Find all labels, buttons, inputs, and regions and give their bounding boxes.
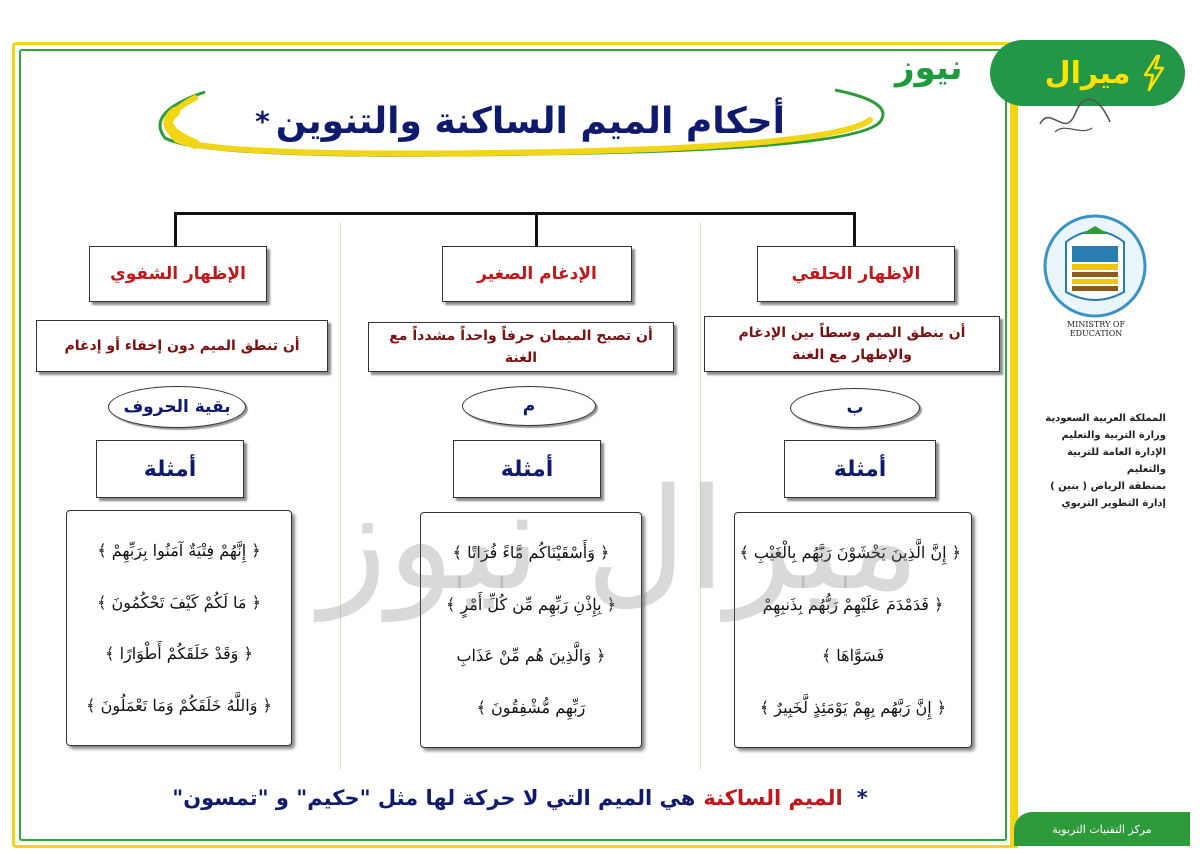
title-mark: * — [255, 104, 270, 138]
ministry-line: وزارة التربية والتعليم — [1061, 430, 1166, 441]
letter-oval: م — [462, 386, 596, 426]
verse-line: ﴿ فَدَمْدَمَ عَلَيْهِمْ رَبُّهُم بِذَنبِ… — [762, 594, 944, 614]
verse-line: ﴿ وَاللَّهُ خَلَقَكُمْ وَمَا تَعْمَلُونَ… — [86, 695, 272, 715]
examples-label: أمثلة — [833, 456, 887, 482]
verse-line: ﴿ بِإِذْنِ رَبِّهِم مِّن كُلِّ أَمْرٍ ﴾ — [446, 594, 616, 614]
title-banner: أحكام الميم الساكنة والتنوين * — [135, 82, 905, 160]
brand-suffix: نيوز — [895, 48, 963, 88]
examples-label: أمثلة — [500, 456, 554, 482]
examples-box: أمثلة — [784, 440, 936, 498]
heading-box: الإظهار الحلقي — [757, 246, 955, 302]
verse-line: فَسَوَّاهَا ﴾ — [821, 646, 885, 666]
lightning-icon — [1143, 54, 1165, 92]
definition-box: أن ينطق الميم وسطاً بين الإدغام والإظهار… — [704, 316, 1000, 372]
footnote-term: الميم الساكنة — [703, 786, 843, 810]
letter-label: بقية الحروف — [123, 397, 231, 417]
calligraphy-emblem-icon — [1039, 98, 1111, 133]
verses-panel: ﴿ إِنَّ الَّذِينَ يَخْشَوْنَ رَبَّهُم بِ… — [734, 512, 972, 748]
letter-oval: بقية الحروف — [108, 386, 246, 428]
side-strip — [1010, 44, 1016, 848]
examples-box: أمثلة — [96, 440, 244, 498]
ministry-english-label: MINISTRY OF EDUCATION — [1066, 320, 1126, 338]
ministry-logo-icon — [1043, 214, 1147, 318]
ministry-line: إدارة التطوير التربوي — [1061, 498, 1166, 509]
tree-connector — [174, 212, 856, 215]
verse-line: ﴿ إِنَّهُمْ فِتْيَةٌ آمَنُوا بِرَبِّهِمْ… — [97, 541, 261, 561]
verse-line: ﴿ مَا لَكُمْ كَيْفَ تَحْكُمُونَ ﴾ — [97, 592, 261, 612]
footnote-text: هي الميم التي لا حركة لها مثل "حكيم" و "… — [172, 786, 696, 810]
tree-connector — [535, 212, 538, 246]
letter-oval: ب — [790, 388, 920, 428]
verse-line: ﴿ وَالَّذِينَ هُم مِّنْ عَذَابِ — [456, 646, 606, 666]
verse-line: ﴿ إِنَّ الَّذِينَ يَخْشَوْنَ رَبَّهُم بِ… — [739, 543, 961, 563]
heading-label: الإدغام الصغير — [477, 264, 597, 284]
examples-box: أمثلة — [453, 440, 601, 498]
examples-label: أمثلة — [143, 456, 197, 482]
footnote-mark: * — [856, 786, 868, 810]
footnote: * الميم الساكنة هي الميم التي لا حركة له… — [140, 778, 900, 818]
letter-label: م — [522, 396, 536, 416]
page-title: أحكام الميم الساكنة والتنوين * — [135, 82, 905, 160]
ministry-line: المملكة العربية السعودية — [1045, 413, 1166, 424]
verse-line: ﴿ وَقَدْ خَلَقَكُمْ أَطْوَارًا ﴾ — [105, 644, 253, 664]
brand-badge[interactable]: ميرال — [990, 40, 1185, 106]
column-divider — [340, 222, 341, 770]
column-divider — [700, 222, 701, 770]
side-panel — [1015, 44, 1187, 848]
heading-label: الإظهار الشفوي — [110, 264, 246, 284]
verse-line: ﴿ إِنَّ رَبَّهُم بِهِمْ يَوْمَئِذٍ لَّخَ… — [759, 697, 947, 717]
definition-text: أن تصبح الميمان حرفاً واحداً مشدداً مع ا… — [389, 328, 653, 366]
verses-panel: ﴿ وَأَسْقَيْنَاكُم مَّاءً فُرَاتًا ﴾ ﴿ ب… — [420, 512, 642, 748]
heading-box: الإدغام الصغير — [442, 246, 632, 302]
heading-box: الإظهار الشفوي — [89, 246, 267, 302]
heading-label: الإظهار الحلقي — [791, 264, 921, 284]
footer-center-label: مركز التقنيات التربوية — [1014, 812, 1190, 846]
ministry-line: الإدارة العامة للتربية والتعليم — [1067, 447, 1166, 475]
tree-connector — [174, 212, 177, 246]
ministry-info: المملكة العربية السعودية وزارة التربية و… — [1026, 410, 1166, 512]
definition-text: أن تنطق الميم دون إخفاء أو إدغام — [64, 338, 300, 354]
verse-line: رَبِّهِم مُّشْفِقُونَ ﴾ — [476, 697, 586, 717]
verses-panel: ﴿ إِنَّهُمْ فِتْيَةٌ آمَنُوا بِرَبِّهِمْ… — [66, 510, 292, 746]
brand-name: ميرال — [1044, 55, 1131, 91]
title-swoosh — [158, 88, 885, 157]
letter-label: ب — [846, 398, 864, 418]
definition-box: أن تصبح الميمان حرفاً واحداً مشدداً مع ا… — [368, 322, 674, 372]
definition-box: أن تنطق الميم دون إخفاء أو إدغام — [36, 320, 328, 372]
ministry-line: بمنطقة الرياض ( بنين ) — [1050, 481, 1166, 492]
verse-line: ﴿ وَأَسْقَيْنَاكُم مَّاءً فُرَاتًا ﴾ — [452, 543, 610, 563]
definition-text: أن ينطق الميم وسطاً بين الإدغام والإظهار… — [738, 325, 966, 363]
tree-connector — [853, 212, 856, 246]
title-text: أحكام الميم الساكنة والتنوين — [275, 100, 785, 142]
